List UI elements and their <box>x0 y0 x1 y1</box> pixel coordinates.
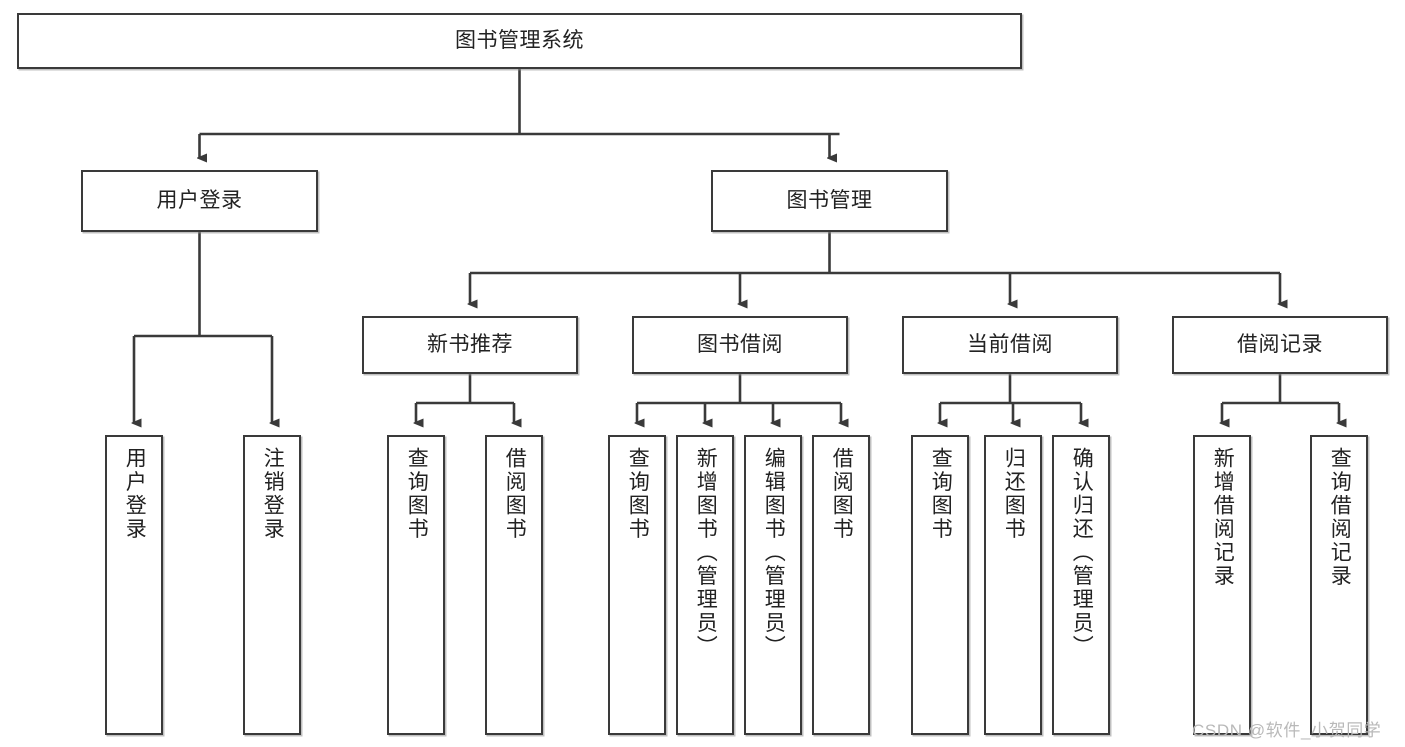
node-root-label: 图书管理系统 <box>455 29 584 53</box>
node-borrow-record-label: 借阅记录 <box>1237 333 1323 357</box>
node-new-book-recommend-label: 新书推荐 <box>427 333 513 357</box>
leaf-node-label: 查询图书 <box>929 447 953 541</box>
leaf-node[interactable]: 归还图书 <box>984 435 1042 735</box>
watermark: CSDN @软件_小贺同学 <box>1192 721 1382 740</box>
node-current-borrow-label: 当前借阅 <box>967 333 1053 357</box>
leaf-node[interactable]: 查询图书 <box>387 435 445 735</box>
node-current-borrow[interactable]: 当前借阅 <box>902 316 1118 374</box>
leaf-node[interactable]: 编辑图书（管理员） <box>744 435 802 735</box>
node-user-login[interactable]: 用户登录 <box>81 170 318 232</box>
leaf-node[interactable]: 借阅图书 <box>812 435 870 735</box>
leaf-node-label: 新增借阅记录 <box>1211 447 1235 588</box>
leaf-node-label: 注销登录 <box>261 447 285 541</box>
leaf-node-label: 确认归还（管理员） <box>1070 447 1094 659</box>
node-book-management[interactable]: 图书管理 <box>711 170 948 232</box>
node-book-borrow-label: 图书借阅 <box>697 333 783 357</box>
leaf-node[interactable]: 查询图书 <box>911 435 969 735</box>
leaf-node[interactable]: 新增借阅记录 <box>1193 435 1251 735</box>
leaf-node[interactable]: 确认归还（管理员） <box>1052 435 1110 735</box>
node-root[interactable]: 图书管理系统 <box>17 13 1022 69</box>
leaf-node[interactable]: 查询借阅记录 <box>1310 435 1368 735</box>
leaf-node-label: 查询图书 <box>626 447 650 541</box>
node-new-book-recommend[interactable]: 新书推荐 <box>362 316 578 374</box>
leaf-node-label: 编辑图书（管理员） <box>762 447 786 659</box>
leaf-node-label: 新增图书（管理员） <box>694 447 718 659</box>
leaf-node[interactable]: 注销登录 <box>243 435 301 735</box>
leaf-node-label: 借阅图书 <box>503 447 527 541</box>
node-borrow-record[interactable]: 借阅记录 <box>1172 316 1388 374</box>
node-book-management-label: 图书管理 <box>786 189 873 213</box>
leaf-node-label: 用户登录 <box>123 447 147 541</box>
leaf-node[interactable]: 借阅图书 <box>485 435 543 735</box>
leaf-node[interactable]: 查询图书 <box>608 435 666 735</box>
node-book-borrow[interactable]: 图书借阅 <box>632 316 848 374</box>
leaf-node-label: 借阅图书 <box>830 447 854 541</box>
node-user-login-label: 用户登录 <box>156 189 243 213</box>
leaf-node[interactable]: 用户登录 <box>105 435 163 735</box>
leaf-node[interactable]: 新增图书（管理员） <box>676 435 734 735</box>
leaf-node-label: 归还图书 <box>1002 447 1026 541</box>
leaf-node-label: 查询图书 <box>405 447 429 541</box>
leaf-node-label: 查询借阅记录 <box>1328 447 1352 588</box>
